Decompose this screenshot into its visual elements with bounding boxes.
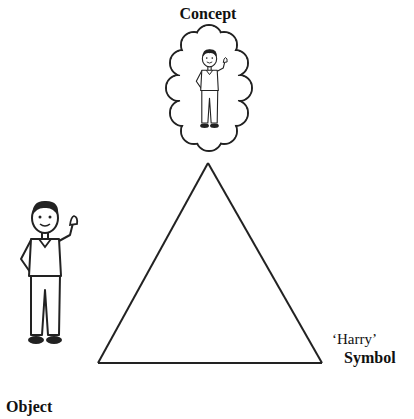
node-label: Object [4, 397, 52, 416]
triangle-vertex: ‘Harry’Symbol [322, 330, 410, 402]
node-label: ‘Harry’ [322, 330, 377, 348]
node-label: Symbol [322, 348, 396, 367]
concept-figure [196, 49, 227, 128]
object-figure [21, 201, 77, 344]
triangle-side [98, 163, 208, 363]
thought-bubble [166, 25, 252, 151]
triangle-side [208, 163, 322, 363]
node-label: Concept [180, 4, 237, 23]
triangle-vertex: Concept [150, 4, 266, 163]
triangle-vertex: Object [4, 188, 98, 416]
triangle-side [98, 362, 322, 364]
